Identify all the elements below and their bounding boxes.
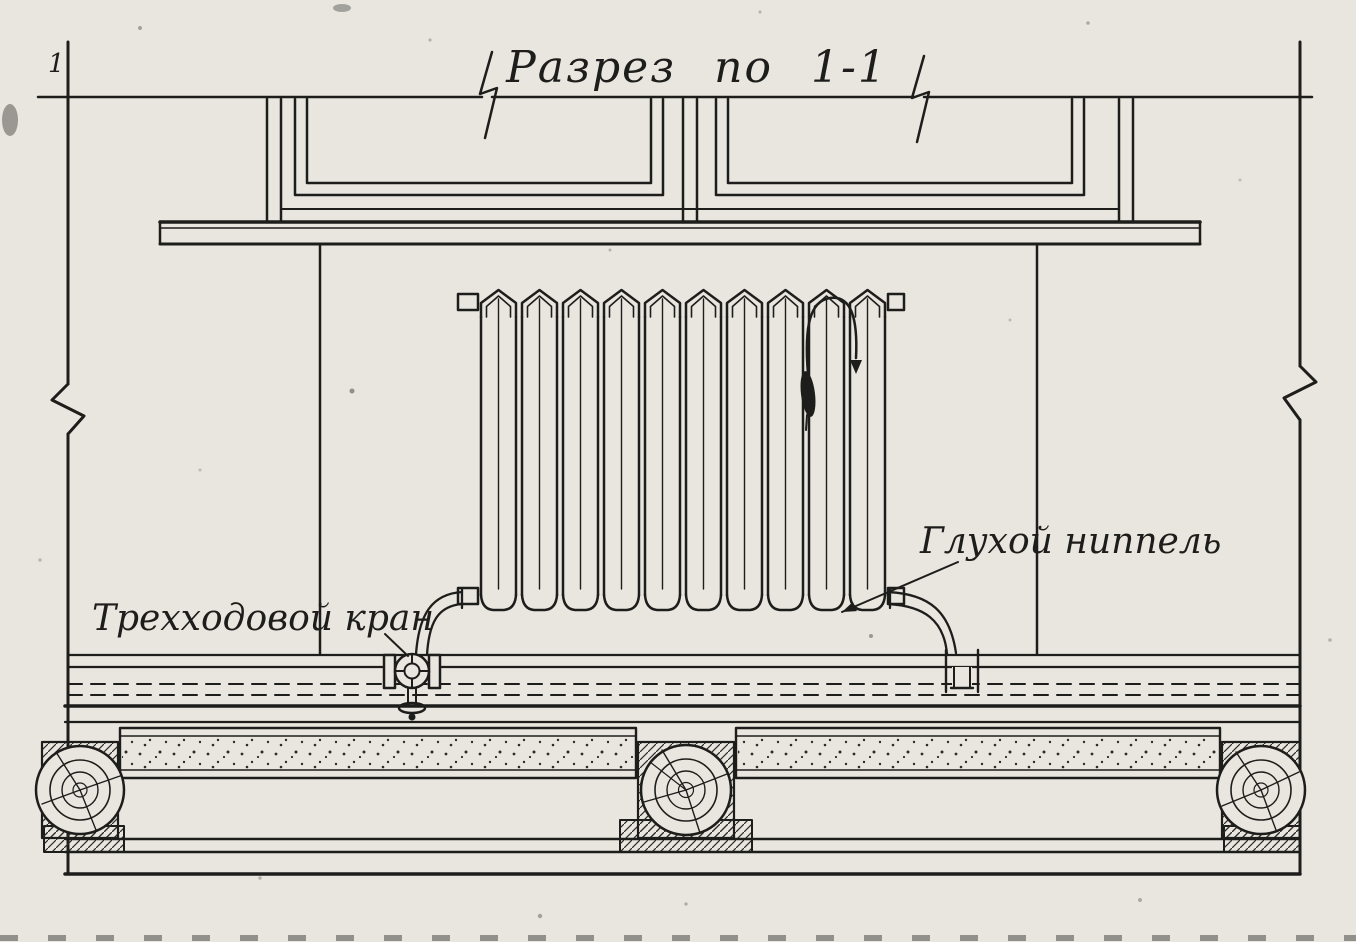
break-symbol (910, 54, 931, 144)
supply-pipe (66, 653, 1302, 669)
three-way-valve-label: Трехходовой кран (92, 598, 434, 639)
section-mark: 1 (48, 49, 65, 79)
valve-leader-line (384, 633, 409, 657)
leader-arrow-icon (842, 601, 857, 612)
radiator (456, 288, 906, 612)
floor-structure (34, 704, 1307, 876)
insulation-layer (118, 726, 1222, 780)
section-line (36, 50, 1314, 144)
radiator-hub (886, 292, 906, 312)
flow-arrow-icon (850, 360, 862, 374)
wood-joist-left (34, 740, 126, 840)
valve-flange (382, 653, 397, 690)
wood-joist-center (636, 740, 736, 840)
nipple-leader-line (841, 561, 959, 613)
three-way-valve (382, 652, 442, 721)
radiator-hub (456, 292, 480, 312)
window-sash-left (293, 97, 665, 197)
break-symbol (478, 50, 499, 140)
ink-linework (34, 40, 1318, 876)
leader-lines (384, 561, 959, 657)
valve-flange (427, 653, 442, 690)
window-sash-right (714, 97, 1086, 197)
break-symbol (50, 382, 86, 436)
annotations: Разрез по 1-1 1 Трехходовой кран Глухой … (48, 42, 1221, 639)
hidden-return-pipe (67, 683, 1301, 696)
window (265, 97, 1135, 224)
connection-pipe-left (414, 586, 464, 657)
tee-fitting (944, 648, 980, 694)
radiator-niche (318, 244, 1039, 656)
drawing-title: Разрез по 1-1 (505, 42, 888, 93)
break-symbol (1282, 364, 1318, 422)
wood-joist-right (1215, 740, 1307, 840)
air-vent-pipe (800, 296, 862, 431)
blind-nipple-label: Глухой ниппель (919, 521, 1221, 562)
window-sill (158, 220, 1202, 246)
air-vent-valve (800, 371, 816, 417)
paper-specks (0, 4, 1356, 941)
